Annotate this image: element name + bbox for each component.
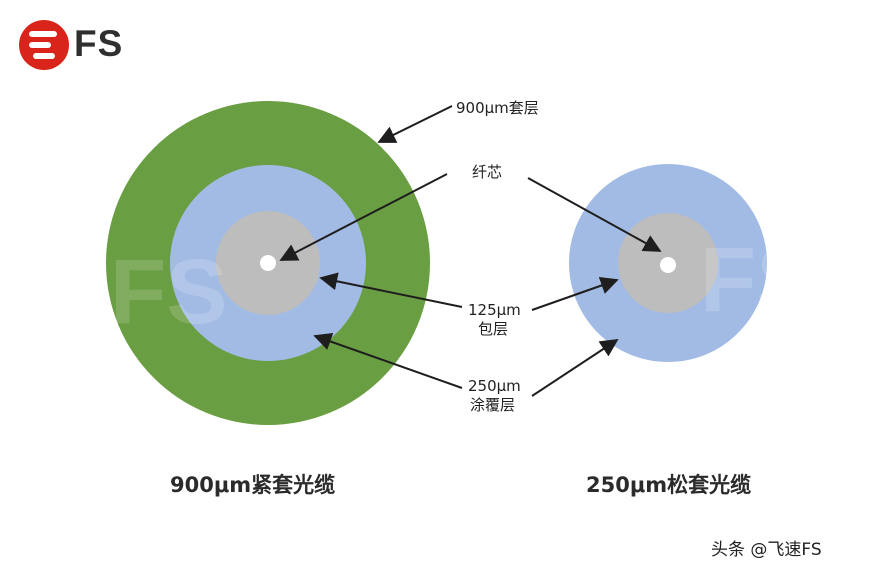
arrow-core-right	[527, 177, 662, 252]
watermark-left: FS	[110, 241, 228, 343]
arrow-coating-right	[531, 339, 619, 397]
fs-logo-mark	[19, 20, 69, 70]
fs-logo-text: FS	[74, 23, 124, 64]
tight-buffer-cable	[106, 101, 430, 425]
label-cladding-name: 包层	[478, 320, 509, 338]
caption-loose-tube: 250μm松套光缆	[586, 473, 752, 497]
label-cladding-size: 125μm	[468, 301, 521, 319]
label-coating-name: 涂覆层	[470, 396, 516, 414]
label-jacket-900: 900μm套层	[456, 99, 539, 117]
arrow-cladding-left	[319, 272, 463, 308]
arrow-coating-left	[313, 332, 463, 389]
watermark-right: FS	[700, 229, 818, 331]
arrow-core-left	[279, 173, 448, 261]
label-coating-size: 250μm	[468, 377, 521, 395]
label-core: 纤芯	[472, 163, 503, 181]
fiber-core-right	[660, 257, 676, 273]
arrow-jacket	[377, 105, 453, 143]
footer-attribution: 头条 @飞速FS	[711, 540, 822, 560]
arrow-cladding-right	[531, 276, 619, 311]
caption-tight-buffer: 900μm紧套光缆	[170, 473, 336, 497]
fiber-core	[260, 255, 276, 271]
